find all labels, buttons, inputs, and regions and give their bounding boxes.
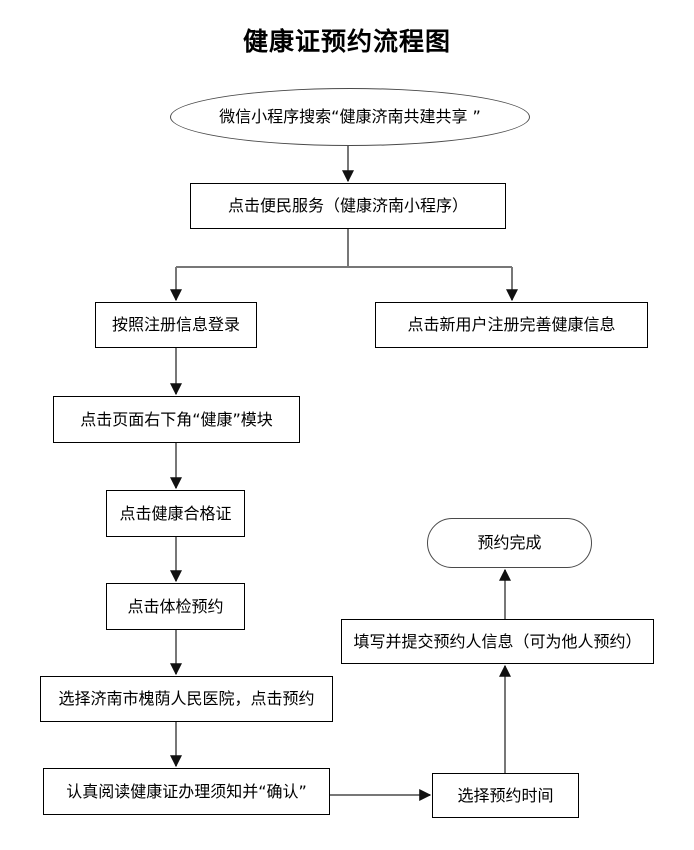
node-exam-appointment[interactable]: 点击体检预约 [106,583,245,630]
node-health-module[interactable]: 点击页面右下角“健康”模块 [53,396,300,443]
node-login-registered[interactable]: 按照注册信息登录 [95,302,257,348]
node-health-certificate[interactable]: 点击健康合格证 [106,490,245,537]
node-new-user-register[interactable]: 点击新用户注册完善健康信息 [375,302,648,348]
page-title: 健康证预约流程图 [242,27,451,56]
node-select-time[interactable]: 选择预约时间 [432,773,579,818]
node-convenience-service[interactable]: 点击便民服务（健康济南小程序） [190,183,506,229]
node-appointment-complete[interactable]: 预约完成 [427,518,592,568]
node-read-notice-confirm[interactable]: 认真阅读健康证办理须知并“确认” [43,768,330,815]
node-select-hospital[interactable]: 选择济南市槐荫人民医院，点击预约 [40,676,333,722]
node-wechat-search[interactable]: 微信小程序搜索“健康济南共建共享 ” [170,88,530,146]
node-submit-info[interactable]: 填写并提交预约人信息（可为他人预约） [341,619,654,664]
